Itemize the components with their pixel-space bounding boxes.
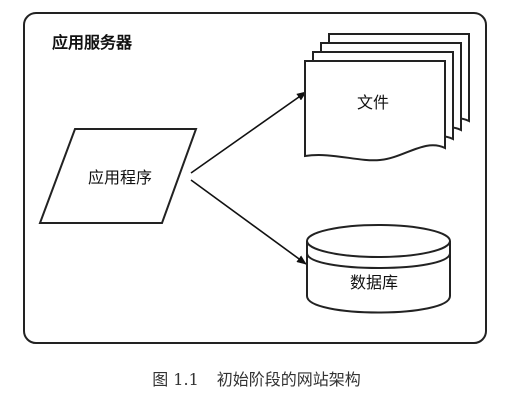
figure-caption: 图 1.1 初始阶段的网站架构 xyxy=(0,372,513,388)
database-top xyxy=(306,224,451,258)
file-page-front xyxy=(304,60,446,162)
files-node-label: 文件 xyxy=(357,93,390,112)
database-ring xyxy=(306,252,451,269)
container-title: 应用服务器 xyxy=(52,33,133,52)
arrow-to-database xyxy=(190,179,307,265)
database-cylinder-shape xyxy=(306,224,451,314)
caption-text: 初始阶段的网站架构 xyxy=(216,370,361,389)
application-node-label: 应用程序 xyxy=(88,168,153,187)
database-body xyxy=(306,241,451,314)
application-node-shape xyxy=(38,128,198,224)
database-node-label: 数据库 xyxy=(350,273,399,292)
file-stack-shape xyxy=(304,33,470,162)
arrow-to-files xyxy=(190,91,307,174)
caption-number: 图 1.1 xyxy=(152,370,199,389)
